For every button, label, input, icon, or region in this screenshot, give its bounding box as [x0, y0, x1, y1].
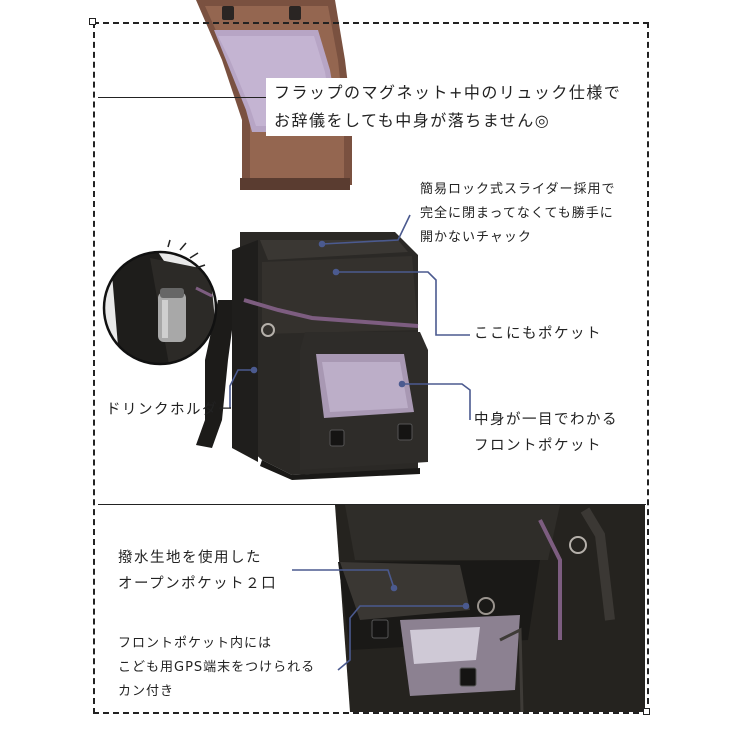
closeup-photo	[335, 505, 645, 713]
pocket-here-label: ここにもポケット	[474, 326, 602, 342]
open-pocket-line-2: オープンポケット２口	[118, 576, 278, 592]
lock-note-line-1: 簡易ロック式スライダー採用で	[420, 182, 616, 197]
gps-line-1: フロントポケット内には	[118, 636, 273, 651]
frame-handle-top-left	[89, 18, 96, 25]
divider-top	[98, 97, 268, 98]
flap-note-box	[266, 78, 646, 136]
dashed-frame	[93, 22, 649, 714]
lock-note-line-3: 開かないチャック	[420, 230, 532, 245]
front-pocket-line-2: フロントポケット	[474, 438, 602, 454]
flap-note-line-2: お辞儀をしても中身が落ちません◎	[274, 111, 551, 130]
drink-holder-inset	[102, 239, 218, 366]
frame-handle-bottom-right	[643, 708, 650, 715]
gps-line-2: こども用GPS端末をつけられる	[118, 660, 316, 675]
gps-line-3: カン付き	[118, 684, 175, 699]
lock-note-line-2: 完全に閉まってなくても勝手に	[420, 206, 614, 221]
flap-note-line-1: フラップのマグネット+中のリュック仕様で	[274, 83, 622, 102]
leader-lines	[229, 214, 471, 671]
drink-holder-label: ドリンクホルダー	[106, 402, 234, 418]
bag-body	[196, 232, 428, 480]
front-pocket-line-1: 中身が一目でわかる	[474, 412, 618, 428]
open-pocket-line-1: 撥水生地を使用した	[118, 550, 262, 566]
divider-middle	[98, 504, 646, 505]
